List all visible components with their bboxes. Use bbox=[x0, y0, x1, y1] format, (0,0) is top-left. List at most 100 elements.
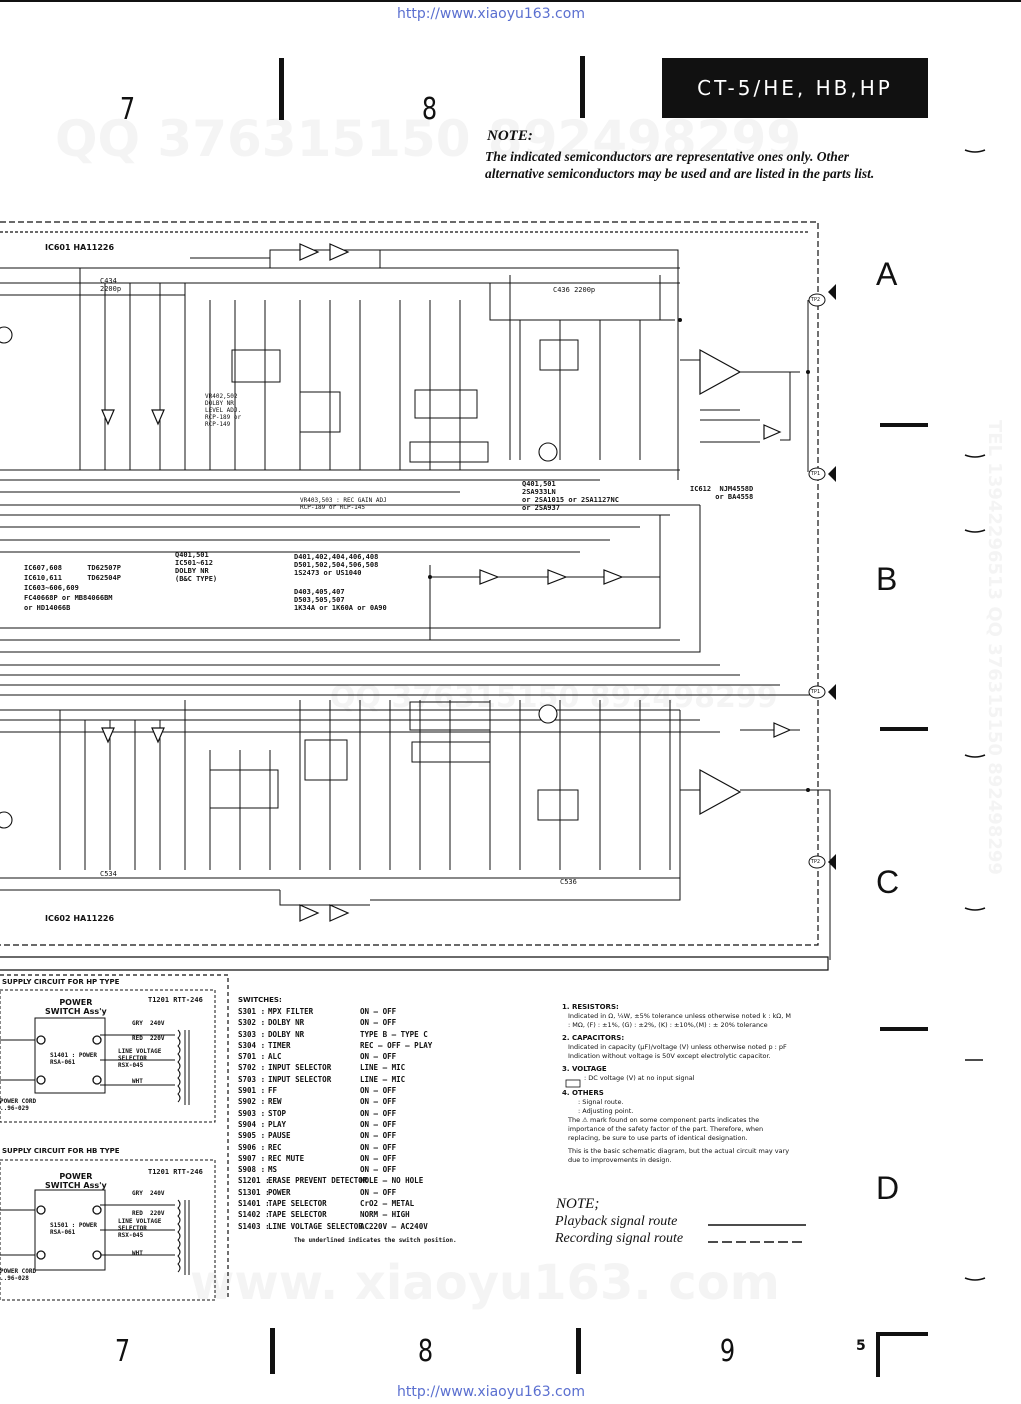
note-voltage-title: 3. VOLTAGE bbox=[562, 1065, 607, 1073]
switch-val: ON — OFF bbox=[360, 1119, 397, 1129]
power-hp-switch-label: POWER SWITCH Ass'y bbox=[45, 998, 107, 1016]
q401-label: Q401,501 2SA933LN or 2SA1015 or 2SA1127N… bbox=[522, 480, 619, 512]
note-signal-route: : Signal route. bbox=[578, 1098, 624, 1106]
note-capacitors: Indicated in capacity (µF)/voltage (V) u… bbox=[568, 1043, 787, 1060]
url-bottom[interactable]: http://www.xiaoyu163.com bbox=[397, 1384, 585, 1400]
switch-id: S1403 : bbox=[238, 1221, 270, 1231]
switch-name: LINE VOLTAGE SELECTOR bbox=[268, 1221, 363, 1231]
switch-name: ALC bbox=[268, 1052, 282, 1062]
switch-id: S902 : bbox=[238, 1097, 266, 1107]
switch-val: TYPE B — TYPE C bbox=[360, 1029, 428, 1039]
note-title: NOTE: bbox=[487, 128, 533, 144]
row-letter-c: C bbox=[876, 864, 900, 900]
ic602-label: IC602 HA11226 bbox=[45, 914, 115, 923]
switch-name: REW bbox=[268, 1097, 282, 1107]
row-letter-b: B bbox=[876, 561, 898, 597]
vr-rec-label: VR403,503 : REC GAIN ADJ RCP-189 or RCP-… bbox=[300, 497, 387, 511]
footer-column-9: 9 bbox=[719, 1334, 736, 1369]
vr-dolby-label: VR402,502 DOLBY NR LEVEL ADJ. RCP-189 or… bbox=[205, 393, 242, 428]
note-capacitors-title: 2. CAPACITORS: bbox=[562, 1034, 625, 1042]
switches-title: SWITCHES: bbox=[238, 996, 282, 1004]
tp-label-2: TP1 bbox=[811, 471, 821, 477]
power-hb-selector: LINE VOLTAGE SELECTOR RSX-045 bbox=[118, 1218, 162, 1239]
notes-right: 1. RESISTORS: Indicated in Ω, ¼W, ±5% to… bbox=[562, 1003, 792, 1165]
switch-id: S901 : bbox=[238, 1086, 266, 1096]
switch-name: INPUT SELECTOR bbox=[268, 1074, 332, 1084]
power-hb-title: SUPPLY CIRCUIT FOR HB TYPE bbox=[2, 1147, 120, 1155]
legend-playback: Playback signal route bbox=[555, 1214, 678, 1229]
switch-id: S903 : bbox=[238, 1108, 266, 1118]
power-hp-tap-gry: GRY bbox=[132, 1020, 143, 1027]
power-hp-title: SUPPLY CIRCUIT FOR HP TYPE bbox=[2, 978, 120, 986]
page-number: 5 bbox=[856, 1338, 866, 1354]
switch-val: ON — OFF bbox=[360, 1187, 397, 1197]
footer-column-8: 8 bbox=[417, 1334, 434, 1369]
column-number-8: 8 bbox=[421, 92, 438, 127]
note-adjust-point: : Adjusting point. bbox=[578, 1107, 634, 1115]
power-hp-tap-240: 240V bbox=[150, 1020, 165, 1027]
note-others-title: 4. OTHERS bbox=[562, 1089, 604, 1097]
tp-label-1: TP2 bbox=[811, 297, 821, 303]
switch-name: REC bbox=[268, 1142, 282, 1152]
tp-label-4: TP2 bbox=[811, 859, 821, 865]
diode-list2-label: D403,405,407 D503,505,507 1K34A or 1K60A… bbox=[294, 588, 387, 612]
switch-val: ON — OFF bbox=[360, 1007, 397, 1016]
switch-val: CrO2 — METAL bbox=[360, 1199, 415, 1209]
switch-val: REC — OFF — PLAY bbox=[360, 1040, 433, 1050]
power-hb-tap-220: 220V bbox=[150, 1210, 165, 1217]
switch-id: S702 : bbox=[238, 1063, 266, 1073]
model-label-text: CT-5/HE, HB,HP bbox=[697, 76, 893, 100]
power-hp-tap-wht: WHT bbox=[132, 1078, 143, 1085]
legend-recording: Recording signal route bbox=[555, 1231, 684, 1246]
switch-id: S303 : bbox=[238, 1029, 266, 1039]
power-hp-cord: POWER CORD ..96-029 bbox=[0, 1098, 37, 1112]
switch-val: ON — OFF bbox=[360, 1108, 397, 1118]
ic612-label: IC612 NJM4558D or BA4558 bbox=[690, 485, 754, 501]
switch-val: ON — OFF bbox=[360, 1052, 397, 1062]
switch-name: STOP bbox=[268, 1108, 287, 1118]
switch-row: S903 :STOP ON — OFF bbox=[238, 1109, 457, 1120]
row-letter-d: D bbox=[876, 1170, 900, 1206]
url-top[interactable]: http://www.xiaoyu163.com bbox=[397, 6, 585, 22]
legend-title: NOTE; bbox=[556, 1196, 600, 1212]
model-label: CT-5/HE, HB,HP bbox=[662, 58, 928, 118]
switch-val: ON — OFF bbox=[360, 1131, 397, 1141]
note-resistors: Indicated in Ω, ¼W, ±5% tolerance unless… bbox=[568, 1012, 791, 1029]
watermark-bottom: www. xiaoyu163. com bbox=[190, 1255, 780, 1311]
switch-id: S1201 : bbox=[238, 1176, 270, 1186]
power-hp-tap-red: RED bbox=[132, 1035, 143, 1042]
switch-val: AC220V — AC240V bbox=[360, 1221, 428, 1231]
switch-id: S703 : bbox=[238, 1074, 266, 1084]
footer-column-7: 7 bbox=[114, 1334, 131, 1369]
switch-val: ON — OFF bbox=[360, 1142, 397, 1152]
switch-id: S1401 : bbox=[238, 1199, 270, 1209]
switch-val: ON — OFF bbox=[360, 1018, 397, 1028]
power-hb-tap-gry: GRY bbox=[132, 1190, 143, 1197]
switch-name: INPUT SELECTOR bbox=[268, 1063, 332, 1073]
power-hb-cord: POWER CORD ..96-028 bbox=[0, 1268, 37, 1282]
switch-id: S1402 : bbox=[238, 1210, 270, 1220]
ic601-label: IC601 HA11226 bbox=[45, 243, 115, 252]
c536-label: C536 bbox=[560, 878, 577, 886]
switch-id: S701 : bbox=[238, 1052, 266, 1062]
switch-id: S908 : bbox=[238, 1165, 266, 1175]
power-hb-s1401: S1501 : POWER RSA-061 bbox=[50, 1222, 97, 1236]
power-hp-tap-220: 220V bbox=[150, 1035, 165, 1042]
c534-label: C534 bbox=[100, 870, 117, 878]
switch-name: MS bbox=[268, 1165, 278, 1175]
